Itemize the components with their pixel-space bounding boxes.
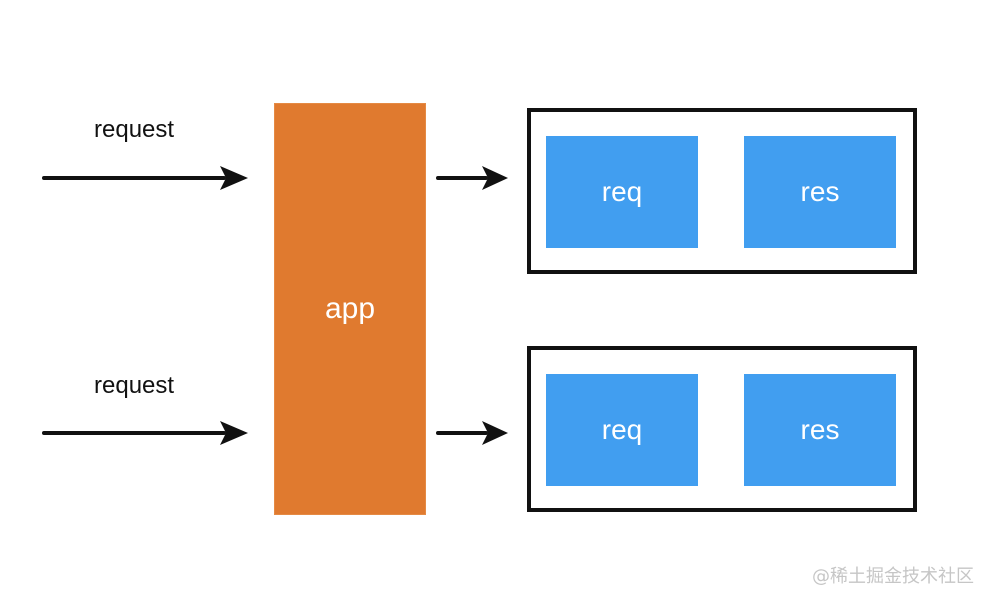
request-label-1: request [94, 116, 175, 143]
context-container-1: req res [527, 108, 917, 274]
incoming-arrow-1-icon [42, 166, 248, 190]
req-box-2: req [546, 374, 698, 486]
outgoing-arrow-2-icon [436, 421, 508, 445]
res-box-2: res [744, 374, 896, 486]
res-label-1: res [800, 176, 840, 207]
watermark: @稀土掘金技术社区 [812, 566, 974, 587]
req-box-1: req [546, 136, 698, 248]
res-label-2: res [800, 414, 840, 445]
request-label-2: request [94, 372, 175, 399]
context-container-2: req res [527, 346, 917, 512]
incoming-arrow-2-icon [42, 421, 248, 445]
outgoing-arrow-1-icon [436, 166, 508, 190]
req-label-2: req [601, 414, 643, 445]
req-label-1: req [601, 176, 643, 207]
app-block: app [275, 104, 425, 514]
res-box-1: res [744, 136, 896, 248]
app-label: app [324, 292, 376, 325]
